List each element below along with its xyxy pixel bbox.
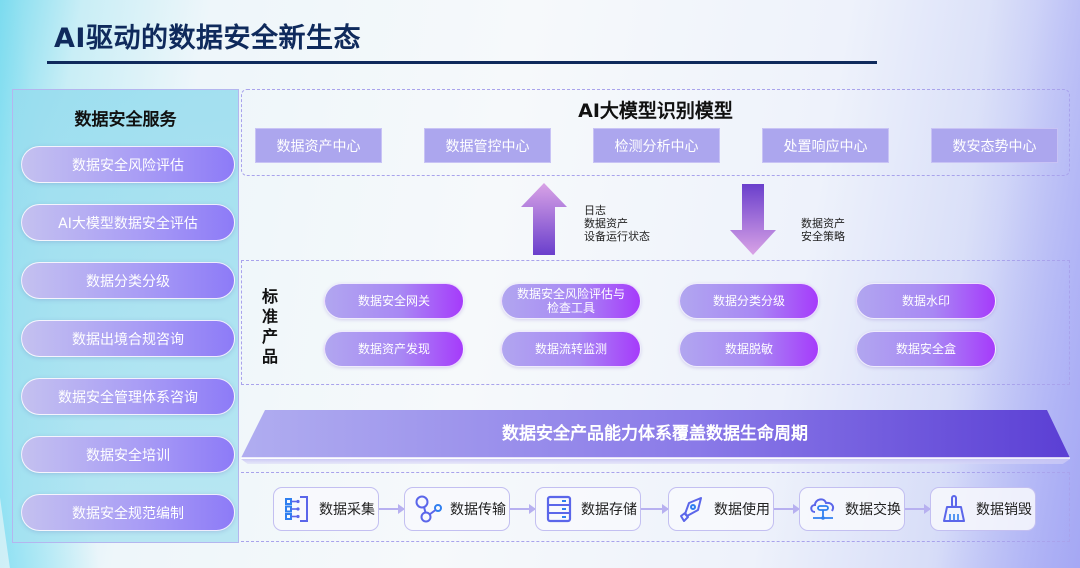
product-item[interactable]: 数据脱敏 (679, 331, 819, 367)
pen-nib-icon (680, 497, 702, 522)
lifecycle-connector-arrow (641, 504, 669, 514)
cloud-exchange-icon (810, 498, 835, 520)
lifecycle-connector-arrow (905, 504, 931, 514)
standard-products-label: 标准产品 (260, 287, 280, 367)
service-item[interactable]: 数据分类分级 (21, 262, 235, 299)
product-item[interactable]: 数据安全盒 (856, 331, 996, 367)
lifecycle-step-label: 数据交换 (845, 502, 901, 518)
service-item[interactable]: 数据安全培训 (21, 436, 235, 473)
up-arrow-icon (521, 183, 567, 255)
lifecycle-connector-arrow (379, 504, 405, 514)
lifecycle-step[interactable]: 数据存储 (535, 487, 641, 531)
up-flow-label: 日志 数据资产 设备运行状态 (584, 204, 650, 243)
center-box[interactable]: 检测分析中心 (593, 128, 720, 163)
lifecycle-step[interactable]: 数据销毁 (930, 487, 1036, 531)
collection-tree-icon (285, 496, 308, 522)
lifecycle-step-label: 数据使用 (714, 502, 770, 518)
banner-text: 数据安全产品能力体系覆盖数据生命周期 (502, 424, 808, 444)
storage-server-icon (546, 495, 572, 523)
center-box[interactable]: 数安态势中心 (931, 128, 1058, 163)
title-underline (47, 61, 877, 64)
service-item[interactable]: 数据安全规范编制 (21, 494, 235, 531)
down-flow-label: 数据资产 安全策略 (801, 217, 845, 243)
lifecycle-step-label: 数据传输 (450, 502, 506, 518)
service-item[interactable]: 数据安全风险评估 (21, 146, 235, 183)
lifecycle-step[interactable]: 数据交换 (799, 487, 905, 531)
down-arrow-icon (730, 184, 776, 255)
product-item[interactable]: 数据资产发现 (324, 331, 464, 367)
lifecycle-step-label: 数据存储 (581, 502, 637, 518)
up-flow-line: 日志 (584, 204, 606, 217)
label-char: 品 (261, 347, 278, 366)
down-flow-line: 数据资产 (801, 217, 845, 230)
lifecycle-step[interactable]: 数据传输 (404, 487, 510, 531)
lifecycle-panel (241, 472, 1070, 542)
label-char: 准 (261, 307, 278, 326)
broom-icon (943, 495, 965, 522)
banner-shape (241, 410, 1070, 464)
label-char: 标 (261, 287, 278, 306)
product-item[interactable]: 数据安全风险评估与检查工具 (501, 283, 641, 319)
product-item[interactable]: 数据水印 (856, 283, 996, 319)
lifecycle-step[interactable]: 数据采集 (273, 487, 379, 531)
ai-model-panel: AI大模型识别模型 数据资产中心 数据管控中心 检测分析中心 处置响应中心 数安… (241, 89, 1070, 176)
lifecycle-connector-arrow (774, 504, 800, 514)
center-box[interactable]: 数据管控中心 (424, 128, 551, 163)
lifecycle-step-label: 数据采集 (319, 502, 375, 518)
standard-products-panel: 标准产品 数据安全网关 数据安全风险评估与检查工具 数据分类分级 数据水印 数据… (241, 260, 1070, 385)
down-flow-line: 安全策略 (801, 230, 845, 243)
product-item[interactable]: 数据流转监测 (501, 331, 641, 367)
up-flow-line: 设备运行状态 (584, 230, 650, 243)
page-title: AI驱动的数据安全新生态 (54, 23, 361, 54)
ai-model-title: AI大模型识别模型 (578, 100, 733, 122)
services-title: 数据安全服务 (74, 110, 177, 130)
lifecycle-banner: 数据安全产品能力体系覆盖数据生命周期 (237, 404, 1073, 464)
up-flow-line: 数据资产 (584, 217, 628, 230)
lifecycle-step-label: 数据销毁 (976, 502, 1032, 518)
center-box[interactable]: 数据资产中心 (255, 128, 382, 163)
product-item[interactable]: 数据分类分级 (679, 283, 819, 319)
services-panel: 数据安全服务 数据安全风险评估 AI大模型数据安全评估 数据分类分级 数据出境合… (12, 89, 239, 543)
lifecycle-connector-arrow (510, 504, 536, 514)
service-item[interactable]: AI大模型数据安全评估 (21, 204, 235, 241)
lifecycle-step[interactable]: 数据使用 (668, 487, 774, 531)
product-item[interactable]: 数据安全网关 (324, 283, 464, 319)
service-item[interactable]: 数据安全管理体系咨询 (21, 378, 235, 415)
transfer-nodes-icon (415, 495, 442, 523)
label-char: 产 (261, 327, 278, 346)
center-box[interactable]: 处置响应中心 (762, 128, 889, 163)
service-item[interactable]: 数据出境合规咨询 (21, 320, 235, 357)
